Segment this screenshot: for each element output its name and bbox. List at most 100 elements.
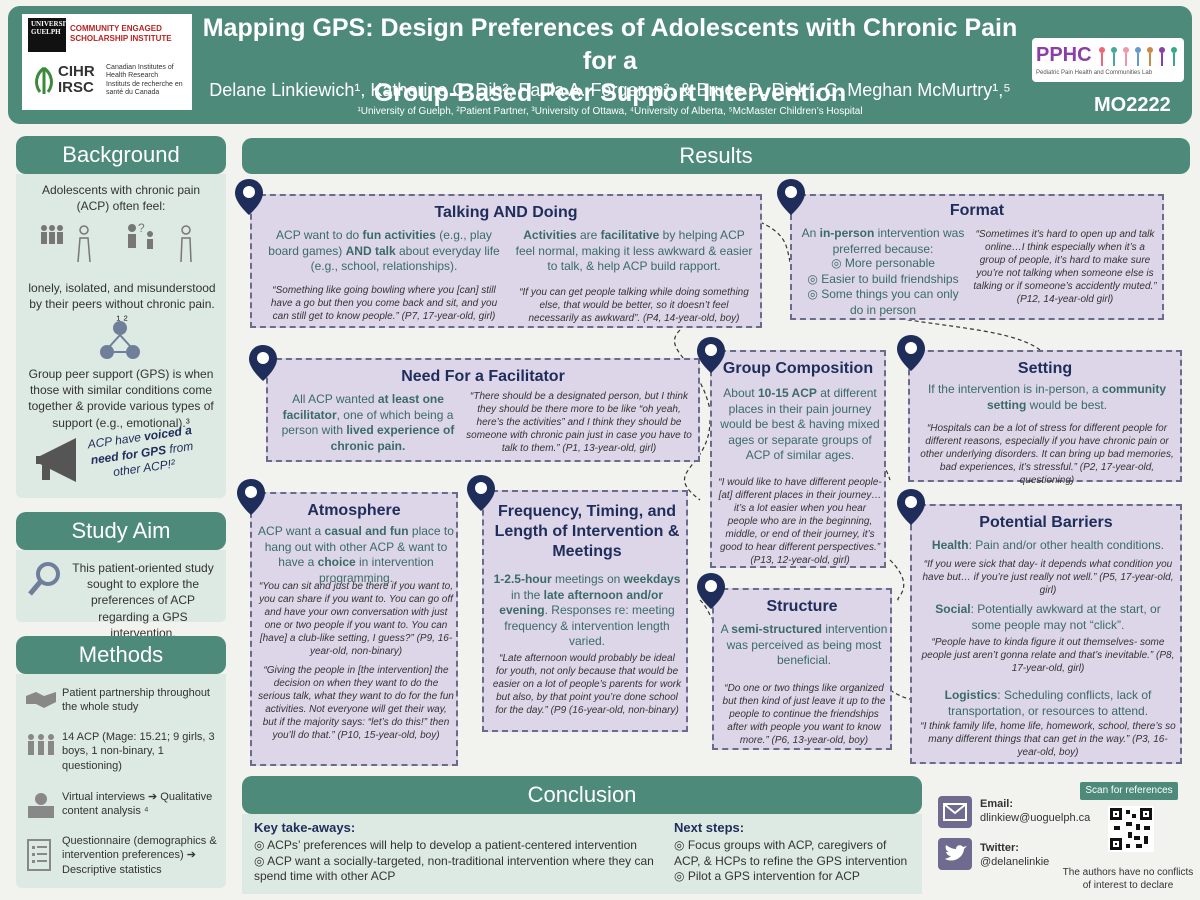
cihr-name-fr: Instituts de recherche en santé du Canad… <box>106 80 183 97</box>
setting-card: Setting If the intervention is in-person… <box>908 350 1182 486</box>
background-panel: Adolescents with chronic pain (ACP) ofte… <box>16 174 226 498</box>
aim-text: This patient-oriented study sought to ex… <box>72 561 214 640</box>
barrier-social: Social: Potentially awkward at the start… <box>935 602 1161 632</box>
card-heading: Structure <box>766 598 838 615</box>
method-item: 14 ACP (Mage: 15.21; 9 girls, 3 boys, 1 … <box>62 731 215 772</box>
barrier-logistics: Logistics: Scheduling conflicts, lack of… <box>944 688 1152 718</box>
affiliations: ¹University of Guelph, ²Patient Partner,… <box>357 106 863 117</box>
map-pin-icon <box>249 345 277 381</box>
background-heading: Background <box>16 136 226 174</box>
map-pin-icon <box>697 573 725 609</box>
scan-label: Scan for references <box>1080 782 1178 800</box>
poster-header <box>8 6 1192 124</box>
irsc-acronym: IRSC <box>58 78 94 96</box>
card-text: ACP want to do fun activities (e.g., pla… <box>268 228 500 274</box>
megaphone-icon <box>36 438 76 482</box>
poster-title: Mapping GPS: Design Preferences of Adole… <box>202 14 1018 107</box>
card-quote: “People have to kinda figure it out them… <box>921 637 1175 674</box>
barriers-card: Potential Barriers Health: Pain and/or o… <box>910 504 1182 764</box>
method-item: Questionnaire (demographics & interventi… <box>62 835 217 876</box>
svg-text:?: ? <box>138 222 145 235</box>
twitter-handle[interactable]: @delanelinkie <box>980 856 1050 868</box>
handshake-icon <box>26 692 56 708</box>
people-group-icon: ? <box>41 222 192 263</box>
card-quote: “Do one or two things like organized but… <box>722 683 886 746</box>
group-composition-card: Group Composition About 10-15 ACP at dif… <box>710 350 886 568</box>
method-item: Patient partnership throughout the whole… <box>62 687 210 714</box>
guelph-logo: UNIVERSITY GUELPH COMMUNITY ENGAGED SCHO… <box>28 18 178 52</box>
card-text: If the intervention is in-person, a comm… <box>927 382 1167 412</box>
talking-doing-card: Talking AND Doing ACP want to do fun act… <box>250 194 762 328</box>
twitter-icon <box>938 838 972 870</box>
card-heading: Atmosphere <box>307 502 401 519</box>
card-heading: Group Composition <box>722 360 874 377</box>
network-icon <box>100 321 140 359</box>
background-feelings: lonely, isolated, and misunderstood by t… <box>28 281 216 328</box>
card-heading: Format <box>949 202 1005 219</box>
format-bullets: ◎ More personable ◎ Easier to build frie… <box>807 256 959 317</box>
gps-definition: Group peer support (GPS) is when those w… <box>28 367 214 430</box>
email-label: Email: <box>980 798 1014 810</box>
card-text: ACP want a casual and fun place to hang … <box>258 524 454 585</box>
methods-heading: Methods <box>16 636 226 674</box>
laptop-user-icon <box>28 793 54 818</box>
card-text: An in-person intervention was preferred … <box>801 226 965 256</box>
card-quote: “I think family life, home life, homewor… <box>920 721 1176 758</box>
logo-panel: UNIVERSITY GUELPH COMMUNITY ENGAGED SCHO… <box>22 14 192 110</box>
card-text: Activities are facilitative by helping A… <box>515 228 753 274</box>
conclusion-heading: Conclusion <box>242 776 922 814</box>
next-steps-title: Next steps: <box>674 820 745 835</box>
questionnaire-icon <box>27 839 51 871</box>
facilitator-card: Need For a Facilitator All ACP wanted at… <box>266 358 700 462</box>
email-icon <box>938 796 972 828</box>
next-steps-list: ◎ Focus groups with ACP, caregivers of A… <box>674 838 908 884</box>
card-quote: “Hospitals can be a lot of stress for di… <box>920 423 1174 486</box>
people-icon <box>1099 47 1177 66</box>
qr-code[interactable] <box>1108 806 1154 852</box>
card-text: All ACP wanted at least one facilitator,… <box>281 392 455 453</box>
takeaways-title: Key take-aways: <box>254 820 356 835</box>
conclusion-panel: Key take-aways: ◎ ACPs’ preferences will… <box>242 814 922 894</box>
structure-card: Structure A semi-structured intervention… <box>712 588 892 750</box>
card-quote: “There should be a designated person, bu… <box>466 391 692 454</box>
card-text: About 10-15 ACP at different places in t… <box>720 386 880 463</box>
cihr-name-en: Canadian Institutes of Health Research <box>106 64 174 80</box>
method-item: Virtual interviews ➔ Qualitative content… <box>62 791 213 818</box>
card-quote: “Sometimes it’s hard to open up and talk… <box>973 229 1157 305</box>
card-quote: “Something like going bowling where you … <box>270 285 498 322</box>
group-icon <box>28 734 54 755</box>
map-pin-icon <box>697 337 725 373</box>
magnifier-icon <box>28 562 60 596</box>
leaf-icon <box>35 66 53 94</box>
atmosphere-card: Atmosphere ACP want a casual and fun pla… <box>250 492 458 766</box>
format-card: Format An in-person intervention was pre… <box>790 194 1164 320</box>
barrier-health: Health: Pain and/or other health conditi… <box>931 538 1165 552</box>
card-heading: Setting <box>1017 360 1073 377</box>
card-quote: “Giving the people in [the intervention]… <box>258 665 454 741</box>
cihr-acronym: CIHR <box>58 63 95 80</box>
card-heading: Talking AND Doing <box>434 204 578 221</box>
poster-code: MO2222 <box>1094 94 1171 116</box>
aim-panel: This patient-oriented study sought to ex… <box>16 550 226 640</box>
pphc-logo: PPHC Pediatric Pain Health and Communiti… <box>1032 38 1184 82</box>
methods-panel: Patient partnership throughout the whole… <box>16 674 226 888</box>
map-pin-icon <box>897 489 925 525</box>
map-pin-icon <box>237 479 265 515</box>
results-heading: Results <box>242 138 1190 174</box>
map-pin-icon <box>235 179 263 215</box>
map-pin-icon <box>777 179 805 215</box>
card-quote: “If you were sick that day- it depends w… <box>922 559 1174 596</box>
conflicts-note: The authors have no conflicts of interes… <box>1062 867 1194 891</box>
twitter-label: Twitter: <box>980 842 1019 854</box>
voice-callout: ACP have voiced a need for GPS from othe… <box>86 422 195 480</box>
card-heading: Potential Barriers <box>979 514 1113 531</box>
background-intro: Adolescents with chronic pain (ACP) ofte… <box>41 183 201 214</box>
card-quote: “If you can get people talking while doi… <box>519 287 749 324</box>
card-quote: “Late afternoon would probably be ideal … <box>492 653 682 716</box>
card-heading: Need For a Facilitator <box>401 368 565 385</box>
card-text: A semi-structured intervention was perce… <box>720 622 888 668</box>
email-address[interactable]: dlinkiew@uoguelph.ca <box>980 812 1091 824</box>
takeaways-list: ◎ ACPs’ preferences will help to develop… <box>254 838 654 884</box>
card-text: 1-2.5-hour meetings on weekdays in the l… <box>493 572 681 649</box>
